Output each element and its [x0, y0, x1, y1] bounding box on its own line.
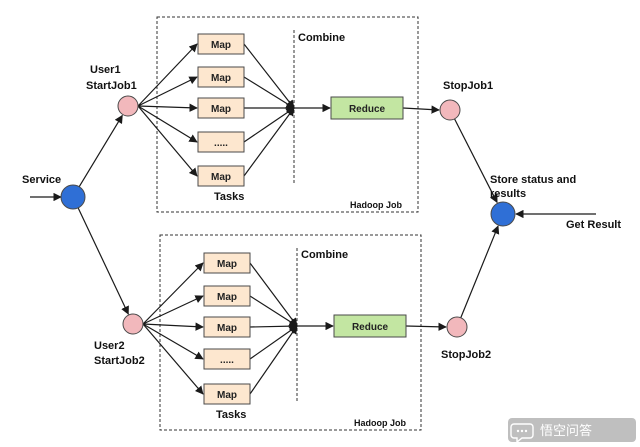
- job2-map-box-2-rect: [203, 285, 251, 307]
- job1-map-label-4: .....: [214, 138, 228, 149]
- job1-tasks-label: Tasks: [214, 191, 244, 203]
- job1-map-box-4-rect: [197, 131, 245, 153]
- user1-name-label: User1: [90, 64, 121, 76]
- job2-map-box-1-rect: [203, 252, 251, 274]
- job2-map-4-to-combine-arrow: [249, 325, 298, 360]
- job1-user-to-map-3-arrow: [137, 103, 198, 112]
- job1-combine-label: Combine: [298, 32, 345, 44]
- stop1-node: [439, 99, 461, 121]
- job2-map-2-to-combine-arrow: [249, 295, 298, 327]
- job2-tasks-label: Tasks: [216, 409, 246, 421]
- job1-map-box-5-rect: [197, 165, 245, 187]
- job1-user-to-map-4-arrow: [137, 105, 198, 143]
- stop2-label: StopJob2: [441, 349, 491, 361]
- job1-hadoop-job-label: Hadoop Job: [350, 200, 402, 210]
- job1-map-box-1-rect: [197, 33, 245, 55]
- job2-map-box-4: .....: [203, 348, 251, 370]
- user2-name-label: User2: [94, 340, 125, 352]
- stop1-label: StopJob1: [443, 80, 493, 92]
- job1-map-4-to-combine-arrow: [243, 107, 295, 143]
- watermark-text: 悟空问答: [540, 423, 592, 439]
- job1-map-box-1: Map: [197, 33, 245, 55]
- user2-job-label: StartJob2: [94, 355, 145, 367]
- job1-map-label-5: Map: [211, 172, 231, 183]
- job2-map-box-3-rect: [203, 316, 251, 338]
- job1-map-box-2-rect: [197, 66, 245, 88]
- job2-map-label-1: Map: [217, 259, 237, 270]
- job2-user-to-map-1-arrow: [142, 262, 204, 325]
- job2-reduce-to-stop-arrow: [405, 322, 447, 332]
- job1-map-label-3: Map: [211, 104, 231, 115]
- job2-user-to-map-3-arrow: [142, 322, 204, 331]
- store-status-label-line1: Store status and: [490, 174, 576, 186]
- stop2-to-store-arrow: [460, 225, 500, 318]
- job2-map-label-5: Map: [217, 390, 237, 401]
- job1-map-box-3: Map: [197, 97, 245, 119]
- job1-user-to-map-5-arrow: [137, 105, 198, 177]
- job2-user-to-map-2-arrow: [142, 295, 204, 325]
- job1-map-box-4: .....: [197, 131, 245, 153]
- stop1-to-store-arrow: [454, 118, 498, 204]
- job1-reduce-to-stop-arrow: [402, 105, 440, 114]
- job2-map-3-to-combine-arrow: [249, 321, 298, 331]
- job2-reduce-rect: [333, 314, 407, 338]
- job2-map-label-3: Map: [217, 323, 237, 334]
- job1-map-1-to-combine-arrow: [243, 43, 295, 109]
- job2-reduce-box: Reduce: [333, 314, 407, 338]
- job1-map-box-2: Map: [197, 66, 245, 88]
- job2-map-1-to-combine-arrow: [249, 262, 298, 327]
- hadoop-job-2-frame: [159, 234, 422, 431]
- store-results-node: [490, 201, 516, 227]
- job1-user-to-map-2-arrow: [137, 76, 198, 107]
- stop2-node: [446, 316, 468, 338]
- job2-combine-label: Combine: [301, 249, 348, 261]
- user1-node: [117, 95, 139, 117]
- job2-map-box-5: Map: [203, 383, 251, 405]
- job1-map-label-1: Map: [211, 40, 231, 51]
- job2-user-to-map-4-arrow: [142, 323, 204, 360]
- user2-node: [122, 313, 144, 335]
- user1-job-label: StartJob1: [86, 80, 137, 92]
- job2-map-5-to-combine-arrow: [249, 325, 298, 395]
- store-status-label-line2: results: [490, 188, 526, 200]
- hadoop-job-1-frame: [156, 16, 419, 213]
- service-node: [60, 184, 86, 210]
- job2-hadoop-job-label: Hadoop Job: [354, 418, 406, 428]
- chat-bubble-icon: [510, 423, 534, 444]
- job2-map-box-4-rect: [203, 348, 251, 370]
- job1-map-5-to-combine-arrow: [243, 107, 295, 177]
- job1-map-label-2: Map: [211, 73, 231, 84]
- job1-user-to-map-1-arrow: [137, 43, 198, 107]
- job1-reduce-rect: [330, 96, 404, 120]
- job2-user-to-map-5-arrow: [142, 323, 204, 395]
- job2-map-box-3: Map: [203, 316, 251, 338]
- job1-reduce-label: Reduce: [349, 104, 386, 115]
- job2-map-box-5-rect: [203, 383, 251, 405]
- job2-map-label-2: Map: [217, 292, 237, 303]
- job2-reduce-label: Reduce: [352, 322, 389, 333]
- job2-map-label-4: .....: [220, 355, 234, 366]
- watermark: 悟空问答: [508, 418, 636, 444]
- watermark-backdrop: [508, 418, 636, 442]
- job1-reduce-box: Reduce: [330, 96, 404, 120]
- job1-map-box-3-rect: [197, 97, 245, 119]
- job1-map-2-to-combine-arrow: [243, 76, 295, 109]
- job2-map-box-2: Map: [203, 285, 251, 307]
- get-result-label: Get Result: [566, 219, 621, 231]
- service-to-user1-arrow: [78, 114, 123, 188]
- service-label: Service: [22, 174, 61, 186]
- job2-map-box-1: Map: [203, 252, 251, 274]
- job1-map-box-5: Map: [197, 165, 245, 187]
- service-to-user2-arrow: [77, 207, 129, 315]
